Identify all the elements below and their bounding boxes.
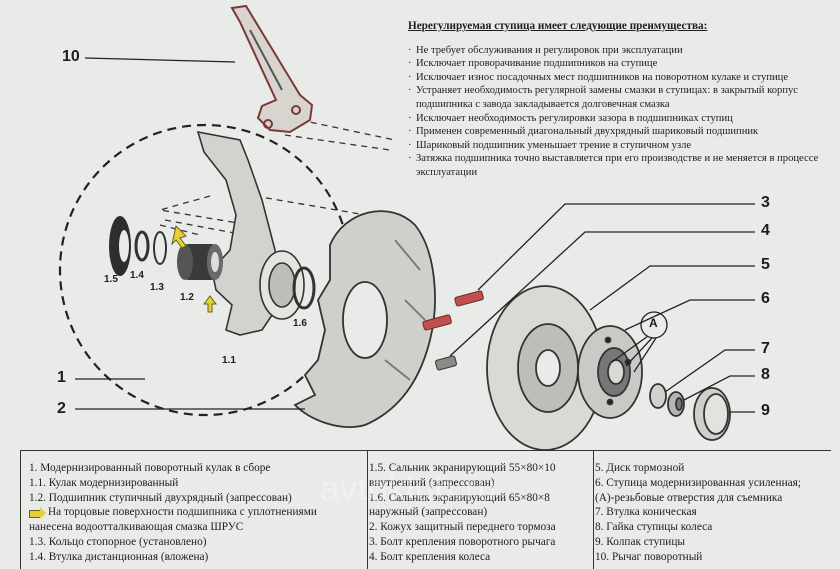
- callout-a: A: [649, 316, 658, 330]
- parts-legend: 1. Модернизированный поворотный кулак в …: [20, 450, 831, 569]
- leader-lines: [75, 57, 755, 413]
- outer-seal-1-6: [292, 266, 316, 310]
- watermark: avtoklub.ru: [320, 470, 498, 508]
- callout-5: 5: [761, 256, 770, 273]
- callout-1-6: 1.6: [293, 318, 307, 329]
- callout-2: 2: [57, 400, 66, 417]
- legend-item: 2. Кожух защитный переднего тормоза: [369, 521, 556, 534]
- cone-sleeve: [649, 383, 667, 409]
- advantage-item: Не требует обслуживания и регулировок пр…: [408, 44, 833, 58]
- legend-item: 1.4. Втулка дистанционная (вложена): [29, 550, 209, 563]
- yellow-arrow-icon: [29, 506, 46, 519]
- legend-item-grease-note: На торцовые поверхности подшипника с упл…: [29, 505, 367, 520]
- legend-item: внутренний (запрессован): [369, 476, 495, 489]
- legend-item: 1.2. Подшипник ступичный двухрядный (зап…: [29, 491, 292, 504]
- callout-1: 1: [57, 369, 66, 386]
- callout-1-5: 1.5: [104, 274, 118, 285]
- steering-arm: [230, 4, 314, 134]
- diagram-drawing: [58, 4, 755, 450]
- callout-10: 10: [62, 48, 80, 65]
- legend-item: нанесена водоотталкивающая смазка ШРУС: [29, 521, 244, 534]
- wheel-hub: [577, 325, 643, 419]
- callout-9: 9: [761, 402, 770, 419]
- advantages-block: Нерегулируемая ступица имеет следующие п…: [408, 20, 833, 180]
- legend-item: 7. Втулка коническая: [595, 506, 697, 519]
- callout-1-3: 1.3: [150, 282, 164, 293]
- callout-8: 8: [761, 366, 770, 383]
- advantage-item: Исключает износ посадочных мест подшипни…: [408, 71, 833, 85]
- legend-column-1: 1. Модернизированный поворотный кулак в …: [21, 451, 368, 569]
- legend-item: 1. Модернизированный поворотный кулак в …: [29, 462, 271, 474]
- legend-item: 1.6. Сальник экранирующий 65×80×8: [369, 491, 550, 504]
- legend-item: 10. Рычаг поворотный: [595, 550, 703, 563]
- callout-3: 3: [761, 194, 770, 211]
- advantage-item: Устраняет необходимость регулярной замен…: [408, 84, 833, 111]
- callout-1-4: 1.4: [130, 270, 144, 281]
- legend-item: наружный (запрессован): [369, 506, 488, 519]
- legend-item: 6. Ступица модернизированная усиленная;: [595, 476, 801, 489]
- advantages-title: Нерегулируемая ступица имеет следующие п…: [408, 20, 708, 32]
- legend-item: 5. Диск тормозной: [595, 462, 685, 474]
- legend-item: 4. Болт крепления колеса: [369, 550, 491, 563]
- callout-1-1: 1.1: [222, 355, 236, 366]
- advantage-item: Затяжка подшипника точно выставляется пр…: [408, 152, 833, 179]
- legend-item: 3. Болт крепления поворотного рычага: [369, 535, 556, 548]
- grease-arrow-2: [203, 295, 217, 313]
- hub-nut: [667, 391, 685, 417]
- legend-item: 1.5. Сальник экранирующий 55×80×10: [369, 462, 556, 474]
- legend-item: (А)-резьбовые отверстия для съемника: [595, 491, 783, 504]
- legend-item: 1.1. Кулак модернизированный: [29, 476, 179, 489]
- advantage-item: Исключает необходимость регулировки зазо…: [408, 112, 833, 126]
- advantage-item: Шариковый подшипник уменьшает трение в с…: [408, 139, 833, 153]
- legend-item-text: На торцовые поверхности подшипника с упл…: [48, 506, 317, 519]
- legend-item: 9. Колпак ступицы: [595, 535, 685, 548]
- spacer-sleeve-1-4: [134, 230, 150, 262]
- brake-disc: [486, 285, 604, 450]
- steering-arm-bolts: [422, 290, 484, 331]
- advantage-item: Исключает проворачивание подшипников на …: [408, 57, 833, 71]
- legend-column-2: 1.5. Сальник экранирующий 55×80×10 внутр…: [361, 451, 594, 569]
- callout-7: 7: [761, 340, 770, 357]
- callout-1-2: 1.2: [180, 292, 194, 303]
- advantage-item: Применен современный диагональный двухря…: [408, 125, 833, 139]
- legend-item: 1.3. Кольцо стопорное (установлено): [29, 535, 207, 548]
- wheel-bolt: [434, 355, 458, 371]
- wheel-bearing-1-2: [177, 244, 223, 280]
- brake-shield: [293, 210, 436, 428]
- legend-column-3: 5. Диск тормозной 6. Ступица модернизиро…: [587, 451, 835, 569]
- grease-arrow-1: [171, 225, 187, 249]
- callout-4: 4: [761, 222, 770, 239]
- steering-knuckle: [196, 130, 305, 336]
- advantages-list: Не требует обслуживания и регулировок пр…: [408, 44, 833, 180]
- circlip-1-3: [153, 231, 167, 265]
- legend-item: 8. Гайка ступицы колеса: [595, 521, 713, 534]
- hub-cap: [693, 387, 731, 441]
- callout-6: 6: [761, 290, 770, 307]
